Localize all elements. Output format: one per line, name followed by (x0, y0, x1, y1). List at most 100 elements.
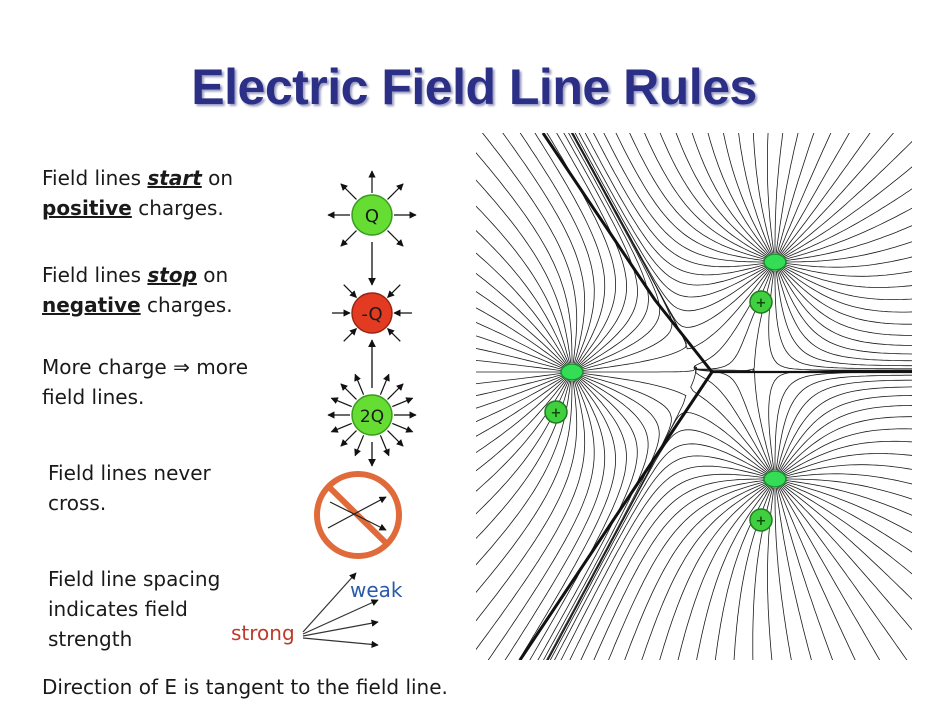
field-line (476, 307, 566, 367)
field-line (659, 133, 768, 258)
rule-text: field lines. (42, 385, 145, 409)
field-line (608, 480, 767, 660)
field-line (775, 270, 912, 367)
field-line (781, 428, 912, 474)
field-line (584, 133, 767, 276)
field-line (677, 485, 769, 660)
field-line (780, 133, 871, 256)
field-line (675, 133, 769, 257)
field-line (615, 133, 767, 262)
charge-q-label: Q (365, 206, 379, 227)
field-sources (560, 253, 787, 488)
field-line (476, 230, 569, 364)
ray-arrow (387, 328, 401, 342)
field-line (780, 268, 912, 336)
field-line (476, 347, 564, 371)
field-line (624, 482, 767, 660)
field-line (563, 133, 638, 367)
ray-arrow (387, 230, 404, 247)
weak-label: weak (350, 578, 403, 602)
field-line (593, 479, 767, 660)
field-line (783, 225, 912, 262)
spacing-arrows (302, 572, 379, 648)
ray-arrow (392, 422, 414, 433)
charge-neg-q-circle (351, 292, 393, 334)
field-line (781, 484, 912, 600)
field-line (784, 478, 912, 500)
rule-strong: negative (42, 293, 141, 317)
field-line (782, 483, 912, 575)
field-line (768, 270, 912, 371)
rule-text: Field lines never (48, 461, 211, 485)
field-charge-badge (749, 290, 773, 314)
field-line (476, 378, 566, 454)
field-line (783, 480, 912, 534)
field-line (476, 152, 573, 363)
field-line (476, 179, 572, 364)
rule-text: Field lines (42, 263, 148, 287)
source-glow (560, 363, 584, 381)
field-charge-badge (749, 508, 773, 532)
field-line (696, 485, 770, 660)
charge-neg-q-label: -Q (361, 304, 382, 325)
field-line (778, 487, 856, 660)
field-line (476, 375, 564, 409)
field-line (781, 416, 912, 473)
rule-text: on (196, 263, 229, 287)
ray-arrow (354, 435, 365, 457)
rule-stop: Field lines stop on negative charges. (42, 260, 233, 320)
field-line (779, 269, 912, 346)
field-line (782, 266, 912, 300)
field-line (783, 482, 912, 553)
field-line (560, 465, 767, 660)
positive-charge-arrows (327, 170, 417, 247)
field-line (547, 412, 769, 660)
field-line (569, 473, 767, 660)
field-line (774, 271, 912, 370)
field-line (546, 133, 617, 366)
rule-start: Field lines start on positive charges. (42, 163, 233, 223)
field-charge-sign: + (756, 514, 767, 529)
field-line (476, 335, 564, 369)
field-line (775, 374, 912, 471)
field-line (644, 133, 767, 259)
field-line (778, 133, 832, 254)
field-line (476, 252, 568, 365)
field-line (781, 267, 912, 313)
rule-text: charges. (140, 293, 233, 317)
field-line (476, 378, 567, 472)
field-line (504, 379, 606, 660)
field-line (476, 380, 586, 651)
field-line (779, 486, 881, 660)
rule-text: on (201, 166, 234, 190)
field-line (778, 270, 912, 355)
field-line (572, 133, 769, 312)
ray-arrow (387, 284, 401, 298)
field-line (554, 455, 767, 660)
field-line (581, 366, 697, 373)
ray-arrow (379, 373, 390, 395)
field-line (476, 381, 573, 593)
field-line (556, 133, 628, 366)
field-line (781, 268, 912, 325)
field-line (629, 133, 767, 261)
field-charge-sign: + (551, 406, 562, 421)
ray-arrow (330, 422, 352, 433)
ray-arrow (387, 183, 404, 200)
field-line (738, 133, 772, 254)
field-line (784, 241, 912, 263)
ray-arrow (343, 284, 357, 298)
field-line (783, 263, 912, 277)
field-line (783, 473, 912, 485)
field-charge-sign: + (756, 296, 767, 311)
footer-note: Direction of E is tangent to the field l… (42, 675, 448, 699)
rule-text: strength (48, 627, 133, 651)
field-line (774, 488, 792, 660)
source-glow (763, 253, 787, 271)
field-line (781, 140, 912, 257)
field-charge-badge (544, 400, 568, 424)
ray-arrow (354, 373, 365, 395)
rule-text: Field lines (42, 166, 148, 190)
field-line (534, 133, 606, 365)
